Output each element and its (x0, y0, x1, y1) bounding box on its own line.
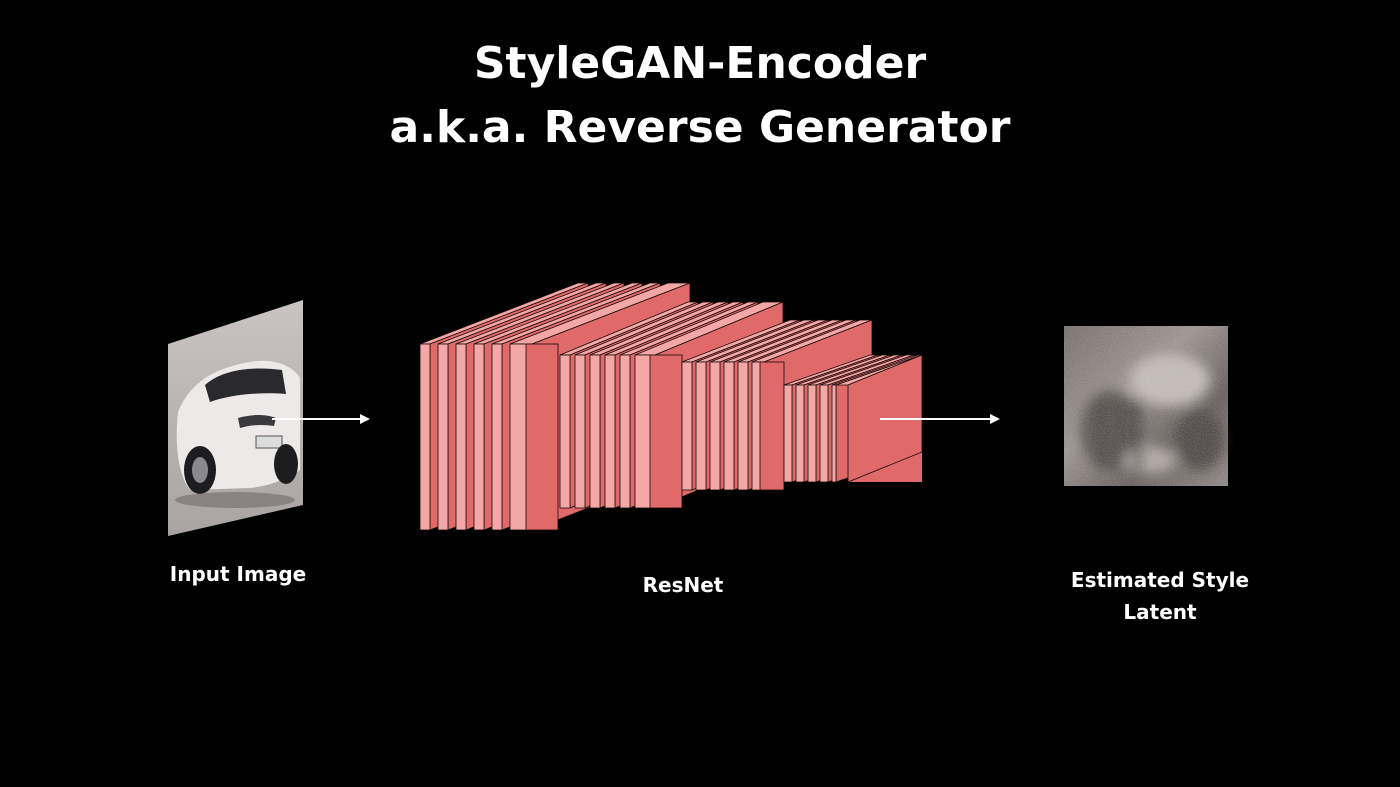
input-image-label: Input Image (169, 562, 307, 586)
latent-label-line-2: Latent (1123, 600, 1197, 624)
title-line-1: StyleGAN-Encoder (473, 38, 927, 89)
page-title: StyleGAN-Encoder a.k.a. Reverse Generato… (0, 32, 1400, 160)
latent-label: Estimated Style Latent (1040, 564, 1280, 628)
resnet-layers (419, 282, 923, 531)
input-image (168, 300, 303, 536)
resnet-label: ResNet (642, 573, 724, 597)
latent-label-line-1: Estimated Style (1070, 568, 1250, 592)
title-line-2: a.k.a. Reverse Generator (389, 102, 1011, 153)
latent-image (1064, 326, 1228, 486)
